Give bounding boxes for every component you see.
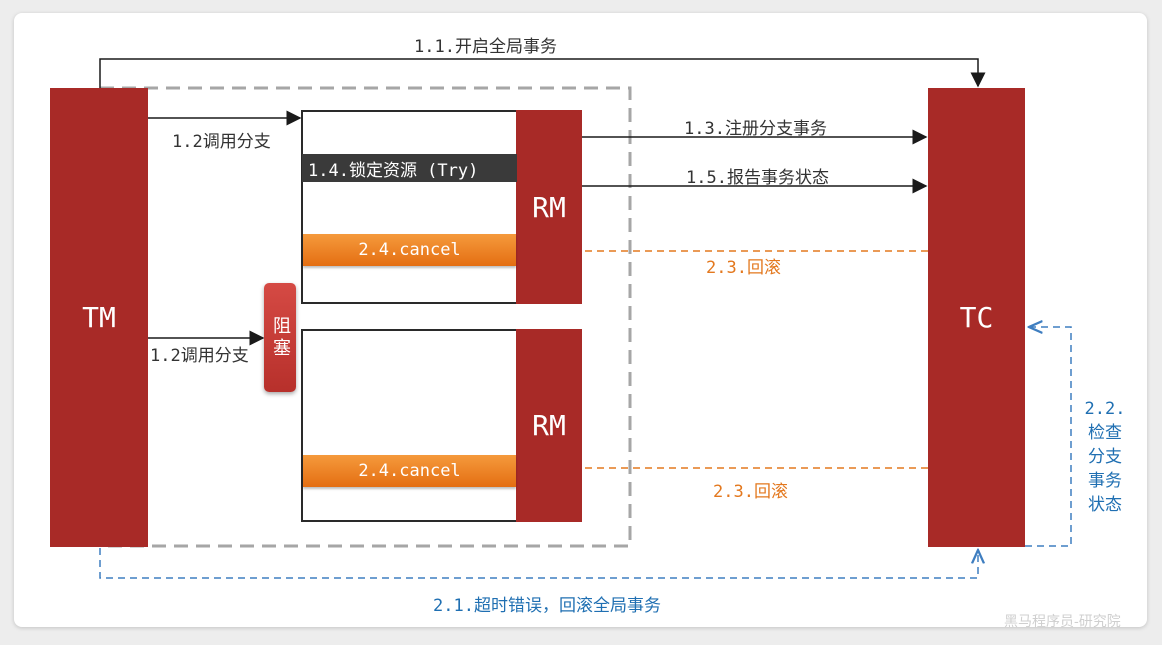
- lock-resource-try-bar: 1.4.锁定资源 (Try): [302, 154, 517, 182]
- branch-box-top: [301, 110, 519, 304]
- report-status-label: 1.5.报告事务状态: [686, 168, 829, 188]
- begin-global-label: 1.1.开启全局事务: [414, 37, 557, 57]
- rollback-top-label: 2.3.回滚: [706, 258, 781, 278]
- cancel-bar-top: 2.4.cancel: [303, 234, 516, 266]
- check-branch-label: 2.2.检查分支事务状态: [1084, 399, 1126, 515]
- timeout-rollback-label: 2.1.超时错误，回滚全局事务: [433, 596, 661, 616]
- rm-node-top: RM: [516, 110, 582, 304]
- begin-global-arrow: [99, 58, 986, 88]
- check-branch-arrow: [1025, 327, 1072, 547]
- blocked-badge: 阻塞: [264, 283, 296, 392]
- tm-node: TM: [50, 88, 148, 547]
- tc-node: TC: [928, 88, 1025, 547]
- timeout-rollback-arrow: [99, 548, 978, 579]
- watermark-text: 黑马程序员-研究院: [1004, 614, 1121, 630]
- register-branch-label: 1.3.注册分支事务: [684, 119, 827, 139]
- rm-node-bottom: RM: [516, 329, 582, 522]
- call-branch-bottom-label: 1.2调用分支: [150, 346, 249, 366]
- rollback-bottom-label: 2.3.回滚: [713, 482, 788, 502]
- cancel-bar-bottom: 2.4.cancel: [303, 455, 516, 487]
- call-branch-top-label: 1.2调用分支: [172, 132, 271, 152]
- branch-box-bottom: [301, 329, 519, 522]
